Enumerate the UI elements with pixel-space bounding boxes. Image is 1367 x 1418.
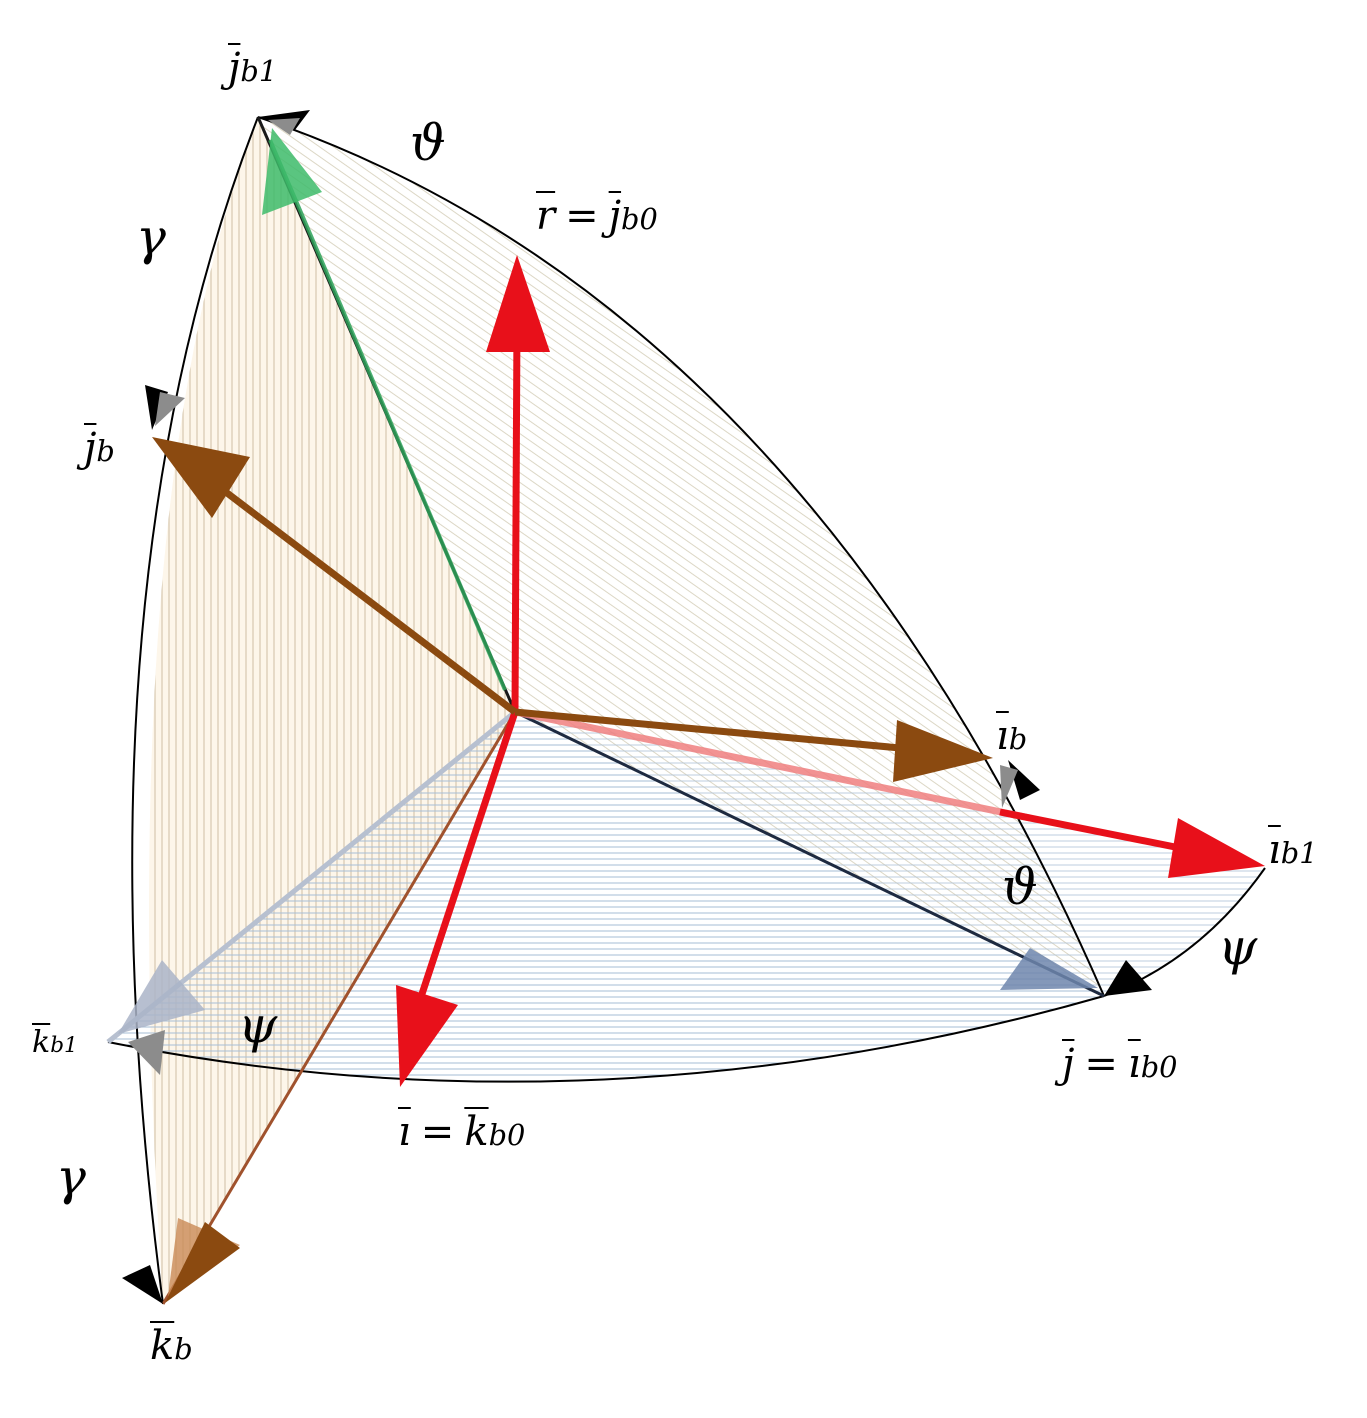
angle-label-gamma-upper: γ: [136, 208, 166, 266]
arc-kb1-to-jb0: [107, 995, 1105, 1083]
black-arrowhead-kb: [122, 1265, 163, 1304]
brown-axis-ib: [514, 708, 901, 752]
angle-label-theta-top: ϑ: [410, 114, 446, 172]
red-arrowhead-ib1: [1168, 818, 1265, 878]
arc-jb1-to-kb: [131, 116, 259, 1305]
steel-ghost-arrowhead-kb1: [118, 960, 205, 1034]
red-arrowhead-i: [396, 985, 458, 1087]
arc-jb1-to-jb0: [257, 116, 1105, 997]
red-arrowhead-r: [486, 255, 550, 352]
brown-arrowhead-ib: [893, 720, 993, 782]
red-axis-r: [511, 319, 521, 713]
angle-label-psi-left: ψ: [238, 996, 278, 1054]
gray-arrowhead-jb1: [268, 118, 300, 135]
angle-label-gamma-lower: γ: [56, 1148, 86, 1206]
right-wedge: [515, 712, 1265, 996]
black-arrowhead-jb0: [1104, 960, 1152, 996]
red-axis-ib1: [999, 808, 1191, 854]
brown-axis-jb: [207, 477, 518, 715]
line-to-ib1-faded: [514, 708, 1031, 822]
upper-right-sector: [258, 117, 1104, 996]
red-axis-i: [416, 710, 519, 1002]
steel-arrowhead-jb0: [1000, 948, 1098, 990]
bottom-sector: [108, 712, 1104, 1082]
angle-label-theta-right: ϑ: [1002, 858, 1038, 916]
brown-arrowhead-kb: [165, 1222, 240, 1303]
line-to-jb0: [514, 710, 1105, 998]
gray-arrowhead-ib: [1000, 765, 1018, 808]
brown-arrowhead-jb: [152, 437, 250, 518]
gray-arrowhead-jb: [155, 392, 185, 426]
gray-arrowhead-kb1: [128, 1030, 165, 1075]
angle-label-psi-right: ψ: [1218, 918, 1258, 976]
line-to-jb1-green: [268, 139, 507, 691]
line-to-kb: [161, 711, 517, 1305]
green-ghost-arrowhead: [262, 128, 322, 215]
